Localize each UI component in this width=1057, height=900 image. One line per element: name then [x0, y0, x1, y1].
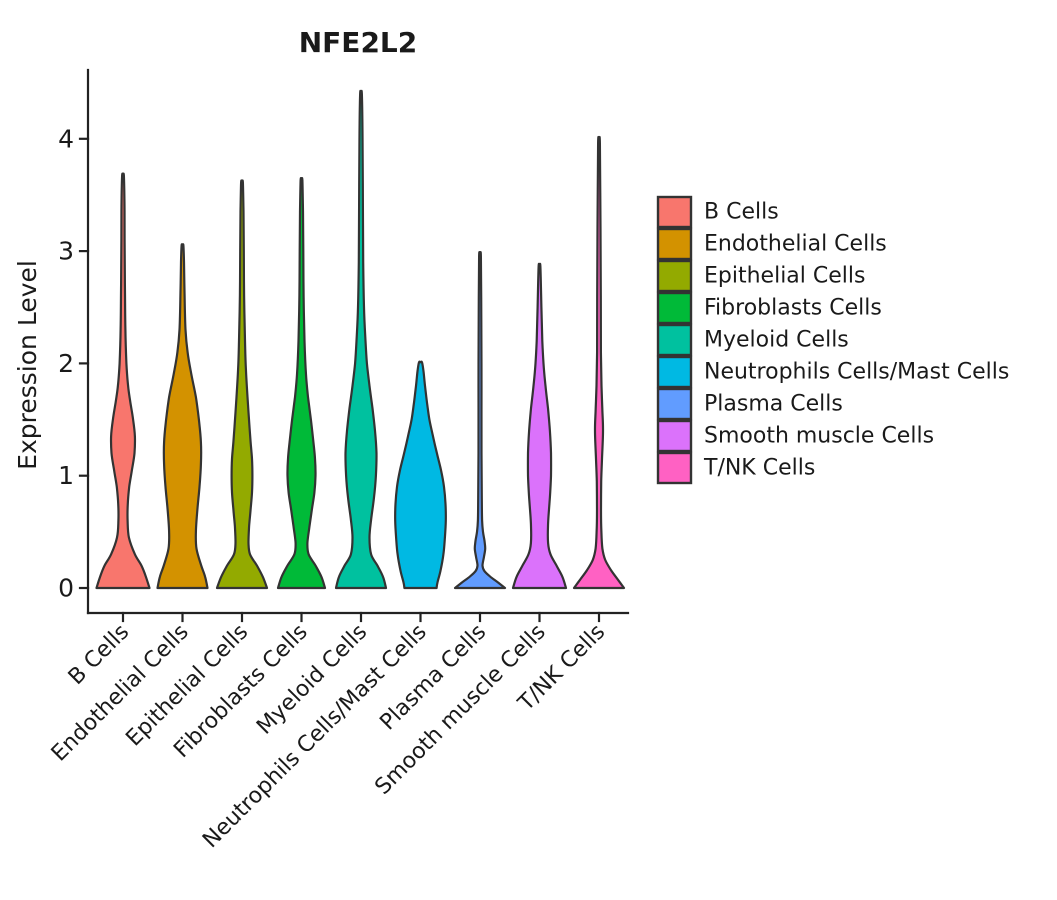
- y-tick-label-2: 2: [58, 349, 74, 378]
- violins-group: [95, 89, 626, 590]
- legend-label-neutrophils-cells-mast-cells: Neutrophils Cells/Mast Cells: [704, 360, 1009, 385]
- legend-label-plasma-cells: Plasma Cells: [704, 392, 843, 417]
- legend-label-epithelial-cells: Epithelial Cells: [704, 264, 865, 289]
- y-tick-label-0: 0: [58, 574, 74, 603]
- legend-label-myeloid-cells: Myeloid Cells: [704, 328, 849, 353]
- legend-swatch-myeloid-cells: [656, 323, 693, 357]
- legend-swatch-fibroblasts-cells: [656, 291, 693, 325]
- violin-endothelial-cells: [156, 243, 209, 590]
- y-tick-label-4: 4: [58, 124, 74, 153]
- legend-swatch-endothelial-cells: [656, 227, 693, 261]
- violin-b-cells: [95, 172, 151, 590]
- legend-label-b-cells: B Cells: [704, 200, 779, 225]
- legend-label-smooth-muscle-cells: Smooth muscle Cells: [704, 424, 934, 449]
- y-tick-label-1: 1: [58, 461, 74, 490]
- y-tick-label-3: 3: [58, 237, 74, 266]
- violin-fibroblasts-cells: [276, 176, 327, 590]
- legend-swatch-t-nk-cells: [656, 451, 693, 485]
- legend-swatch-plasma-cells: [656, 387, 693, 421]
- violin-myeloid-cells: [334, 89, 388, 590]
- legend-swatch-b-cells: [656, 195, 693, 229]
- violin-plasma-cells: [453, 251, 507, 590]
- chart-title: NFE2L2: [299, 26, 418, 59]
- violin-t-nk-cells: [572, 135, 626, 590]
- violin-neutrophils-cells-mast-cells: [394, 360, 447, 590]
- legend-label-fibroblasts-cells: Fibroblasts Cells: [704, 296, 882, 321]
- legend-swatch-epithelial-cells: [656, 259, 693, 293]
- violin-smooth-muscle-cells: [511, 262, 568, 590]
- y-axis-label: Expression Level: [13, 260, 42, 470]
- legend-swatch-neutrophils-cells-mast-cells: [656, 355, 693, 389]
- legend-label-t-nk-cells: T/NK Cells: [703, 456, 815, 481]
- legend-swatch-smooth-muscle-cells: [656, 419, 693, 453]
- legend-label-endothelial-cells: Endothelial Cells: [704, 232, 887, 257]
- violin-epithelial-cells: [215, 179, 269, 590]
